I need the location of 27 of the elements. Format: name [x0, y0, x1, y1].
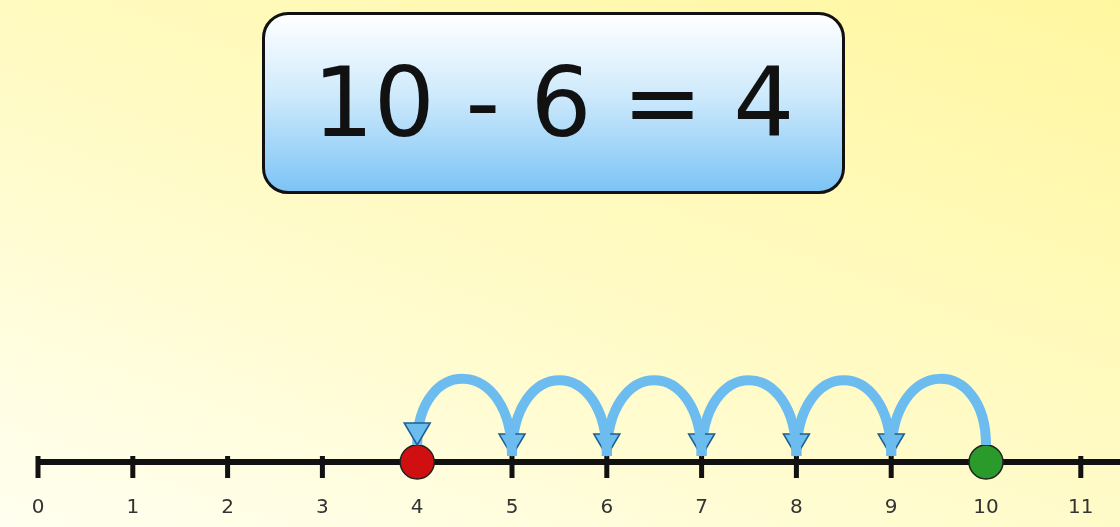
tick-mark	[793, 456, 799, 478]
tick-number: 11	[1068, 494, 1094, 518]
jump-arrow	[405, 374, 517, 457]
tick-number: 9	[884, 494, 898, 518]
tick-mark	[509, 456, 515, 478]
tick-number: 0	[31, 494, 45, 518]
tick-number: 8	[790, 494, 803, 518]
jump-arrow	[784, 375, 897, 457]
tick-number: 3	[316, 494, 329, 518]
jump-arrow	[594, 375, 707, 457]
dot-marker	[399, 444, 435, 480]
tick-mark	[888, 456, 894, 478]
jump-arrow	[500, 375, 612, 457]
jump-arrow	[689, 375, 802, 457]
equation-box	[262, 12, 845, 194]
jump-arrow	[879, 374, 991, 457]
tick-number: 5	[505, 494, 519, 518]
tick-number: 1	[126, 494, 140, 518]
tick-number: 7	[695, 494, 708, 518]
tick-mark	[699, 456, 705, 478]
tick-mark	[604, 456, 610, 478]
tick-number: 4	[410, 494, 424, 518]
tick-number: 6	[600, 494, 614, 518]
dot-marker	[968, 444, 1004, 480]
tick-number: 10	[973, 494, 999, 518]
tick-number: 2	[221, 494, 234, 518]
equation-text: 10 - 6 = 4	[312, 47, 795, 159]
